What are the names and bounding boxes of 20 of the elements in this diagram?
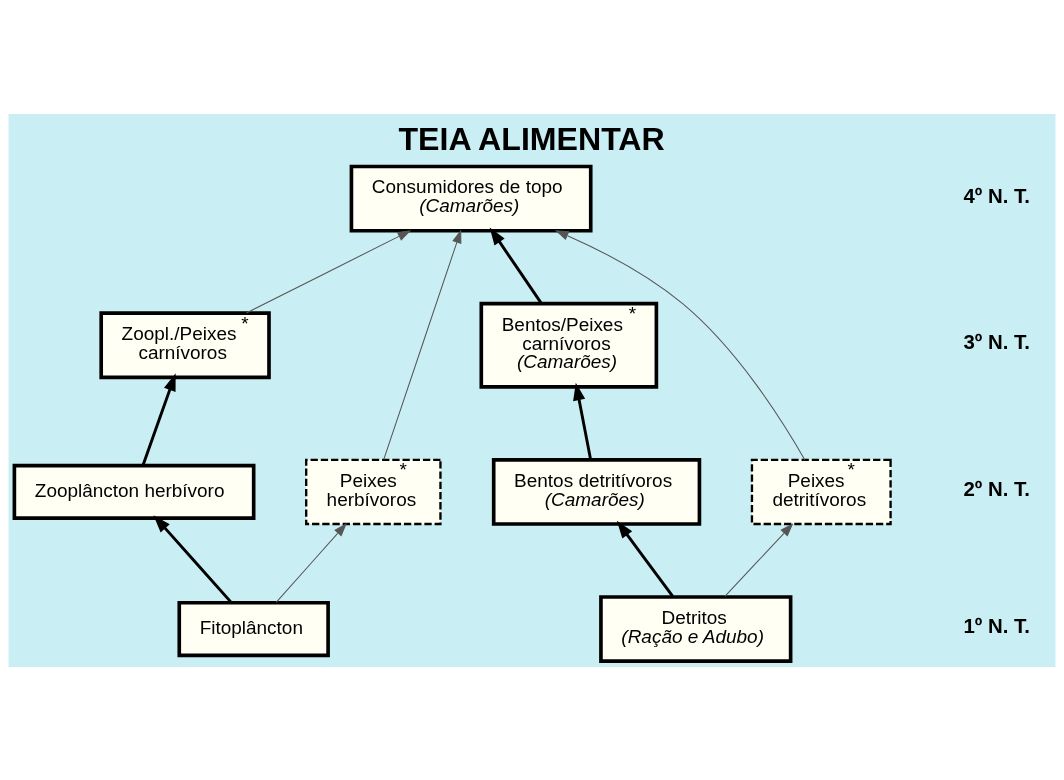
arrow [275, 522, 347, 603]
arrow [554, 229, 806, 460]
node-box: Detritos (Ração e Adubo) [599, 594, 793, 663]
arrow [383, 228, 462, 460]
arrow [245, 229, 412, 313]
label: 2º N. T. [963, 477, 1030, 500]
arrow [141, 372, 176, 466]
arrow [153, 514, 233, 603]
arrow [616, 520, 674, 597]
node-box: Bentos detritívoros (Camarões) [491, 457, 702, 526]
label: 4º N. T. [963, 184, 1030, 207]
label: 1º N. T. [963, 614, 1030, 637]
arrow [489, 226, 543, 304]
node-box: Fitoplâncton [177, 600, 330, 657]
arrow [724, 522, 794, 597]
arrow [573, 382, 592, 460]
node-box: Consumidores de topo (Camarões) [349, 164, 593, 233]
label: 3º N. T. [963, 330, 1030, 353]
diagram-title: TEIA ALIMENTAR [398, 120, 665, 157]
node-box: Zooplâncton herbívoro [12, 463, 256, 520]
